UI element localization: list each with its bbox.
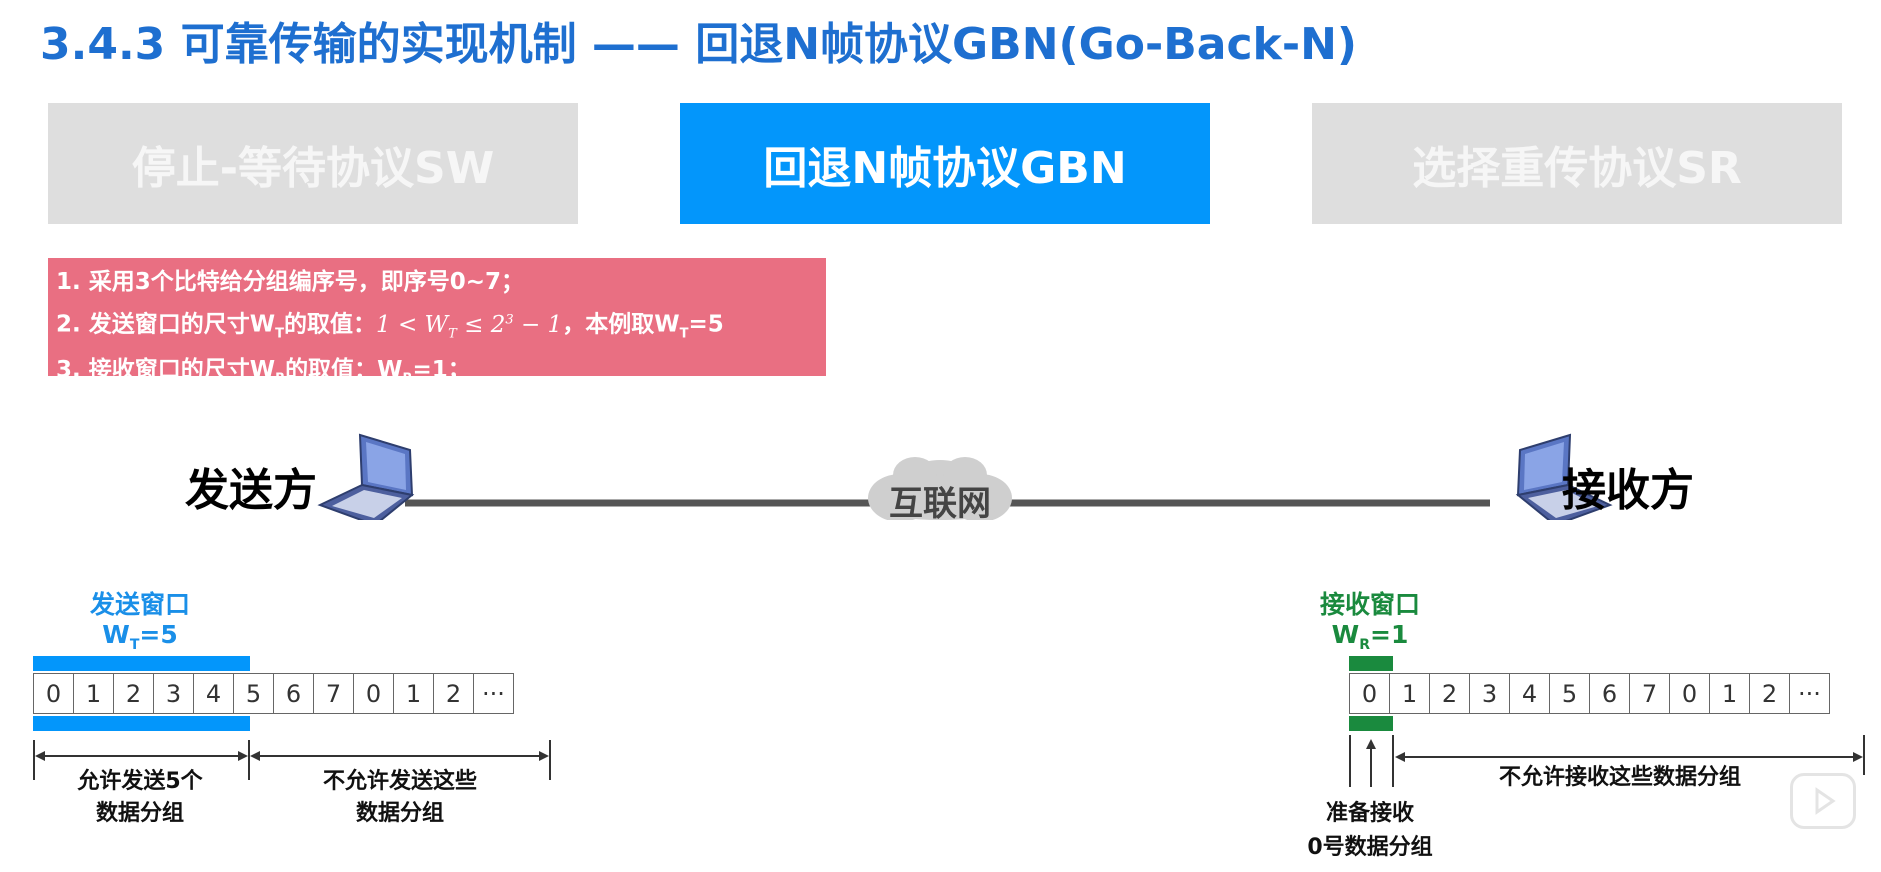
sequence-cell: 5: [1549, 673, 1590, 714]
laptop-icon: [317, 433, 415, 520]
sequence-cell: 6: [1589, 673, 1630, 714]
send-window-bar-bottom: [33, 716, 250, 731]
sequence-cell: 7: [1629, 673, 1670, 714]
send-window-bar-top: [33, 656, 250, 671]
sequence-cell: 4: [1509, 673, 1550, 714]
cloud-icon: [868, 457, 1012, 520]
network-label: 互联网: [889, 484, 991, 520]
sequence-cell: 1: [73, 673, 114, 714]
send-window-title: 发送窗口: [89, 590, 190, 619]
page-title: 3.4.3 可靠传输的实现机制 —— 回退N帧协议GBN(Go-Back-N): [40, 19, 1358, 70]
sequence-cell: 7: [313, 673, 354, 714]
send-denied-caption: 不允许发送这些数据分组: [322, 769, 477, 826]
send-allowed-caption: 允许发送5个数据分组: [77, 769, 203, 826]
sequence-cell: 2: [1749, 673, 1790, 714]
laptop-icon: [1515, 433, 1613, 520]
network-diagram: 互联网: [317, 433, 1613, 520]
sequence-cell: 1: [1389, 673, 1430, 714]
send-window-size: WT=5: [102, 620, 178, 653]
sequence-cell: 0: [1669, 673, 1710, 714]
sequence-cell: 2: [433, 673, 474, 714]
sequence-cell: 0: [353, 673, 394, 714]
tab-sr[interactable]: 选择重传协议SR: [1312, 103, 1842, 224]
recv-window-size: WR=1: [1331, 620, 1409, 653]
recv-arrows: [1349, 735, 1865, 787]
recv-window-title: 接收窗口: [1319, 590, 1420, 619]
note-line-2: 2. 发送窗口的尺寸WT的取值：1 < WT ≤ 23 − 1，本例取WT=5: [56, 311, 724, 342]
sequence-cell: 0: [1349, 673, 1390, 714]
sequence-cell: 0: [33, 673, 74, 714]
sequence-cell: ···: [1789, 673, 1830, 714]
recv-denied-caption: 不允许接收这些数据分组: [1498, 765, 1741, 790]
sequence-cell: 4: [193, 673, 234, 714]
sequence-cell: 3: [153, 673, 194, 714]
tab-gbn-label: 回退N帧协议GBN: [763, 142, 1127, 194]
tab-sw[interactable]: 停止-等待协议SW: [48, 103, 578, 224]
tab-gbn[interactable]: 回退N帧协议GBN: [680, 103, 1210, 224]
sender-label: 发送方: [185, 465, 317, 516]
receiver-label: 接收方: [1562, 465, 1694, 516]
sequence-cell: 2: [1429, 673, 1470, 714]
note-line-3: 3. 接收窗口的尺寸WR的取值：WR=1；: [56, 357, 471, 387]
sequence-cell: 1: [1709, 673, 1750, 714]
send-arrows: [33, 740, 551, 780]
sequence-cell: 6: [273, 673, 314, 714]
sequence-cell: ···: [473, 673, 514, 714]
sequence-cell: 2: [113, 673, 154, 714]
recv-window-bar-bottom: [1349, 716, 1393, 731]
tab-sw-label: 停止-等待协议SW: [131, 142, 495, 194]
tab-sr-label: 选择重传协议SR: [1412, 142, 1742, 194]
sequence-cell: 5: [233, 673, 274, 714]
sequence-cell: 3: [1469, 673, 1510, 714]
recv-window-bar-top: [1349, 656, 1393, 671]
notes-box: 1. 采用3个比特给分组编序号，即序号0~7； 2. 发送窗口的尺寸WT的取值：…: [48, 258, 826, 387]
note-line-1: 1. 采用3个比特给分组编序号，即序号0~7；: [56, 269, 525, 295]
play-icon: [1790, 773, 1856, 829]
sequence-cell: 1: [393, 673, 434, 714]
